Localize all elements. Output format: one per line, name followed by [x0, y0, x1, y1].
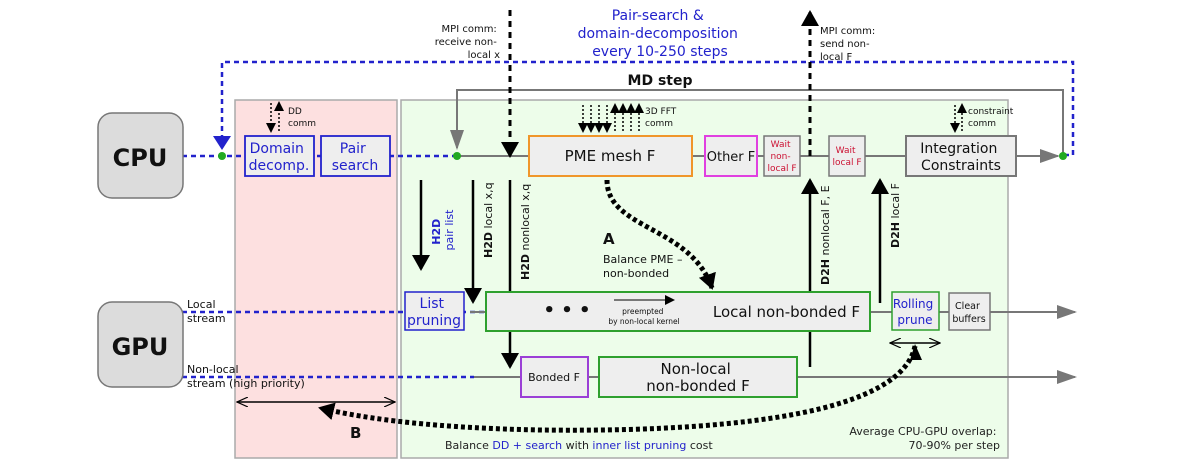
list-pruning-box: List pruning	[404, 291, 465, 331]
h2d-local-label: H2D local x,q	[482, 182, 495, 258]
annotation-a-text: Balance PME – non-bonded	[603, 253, 686, 280]
h2d-nonlocal-label: H2D nonlocal x,q	[519, 184, 532, 280]
pair-search-box: Pair search	[320, 135, 391, 177]
svg-text:Non-local non-bonded F: Non-local non-bonded F	[646, 360, 749, 395]
annotation-a-label: A	[603, 230, 615, 248]
svg-text:Wait non- local F: Wait non- local F	[767, 140, 796, 174]
local-stream-label: Local stream	[187, 298, 226, 325]
svg-text:Wait local F: Wait local F	[832, 146, 861, 168]
d2h-nonlocal-label: D2H nonlocal F, E	[819, 185, 832, 285]
svg-text:Domain decomp.: Domain decomp.	[249, 141, 310, 174]
fft-comm-arrows	[578, 103, 644, 133]
wait-local-box: Wait local F	[828, 135, 866, 177]
svg-text:Bonded F: Bonded F	[528, 371, 580, 384]
gpu-label: GPU	[112, 333, 169, 361]
svg-text:Integration Constraints: Integration Constraints	[920, 141, 1002, 174]
h2d-pair-list-label: H2D pair list	[430, 209, 456, 251]
sync-dot	[453, 152, 461, 160]
md-step-loop	[450, 89, 1064, 155]
overlap-note: Average CPU-GPU overlap: 70-90% per step	[849, 425, 1000, 452]
dd-comm-label: DD comm	[288, 107, 316, 129]
md-step-label: MD step	[628, 73, 693, 89]
pair-search-loop	[213, 60, 1075, 157]
svg-text:Local non-bonded F: Local non-bonded F	[713, 303, 860, 321]
cpu-label: CPU	[113, 144, 168, 172]
svg-text:PME mesh F: PME mesh F	[565, 147, 656, 165]
preempted-label: preempted by non-local kernel	[608, 307, 679, 326]
mpi-send-label: MPI comm: send non- local F	[820, 26, 878, 63]
annotation-b-text: Balance DD + search with inner list prun…	[445, 439, 713, 452]
sync-dot	[218, 152, 226, 160]
svg-text:Pair search: Pair search	[332, 141, 379, 174]
nonlocal-stream-label: Non-local stream (high priority)	[187, 363, 305, 390]
integration-constraints-box: Integration Constraints	[905, 135, 1017, 177]
sync-dot	[1059, 152, 1067, 160]
domain-decomp-box: Domain decomp.	[244, 135, 315, 177]
constraint-comm-label: constraint comm	[968, 107, 1016, 129]
svg-text:Rolling prune: Rolling prune	[893, 297, 937, 327]
svg-text:Other F: Other F	[707, 150, 756, 165]
ellipsis: • • •	[543, 300, 590, 321]
cpu-unit: CPU	[97, 112, 184, 199]
pme-mesh-box: PME mesh F	[528, 135, 693, 177]
wait-nonlocal-box: Wait non- local F	[763, 135, 801, 177]
svg-text:Clear buffers: Clear buffers	[952, 301, 985, 325]
fft-comm-label: 3D FFT comm	[645, 107, 679, 129]
bonded-f-box: Bonded F	[520, 356, 589, 398]
other-f-box: Other F	[704, 135, 758, 177]
balance-b-arrowhead-top	[910, 344, 922, 360]
svg-text:List pruning: List pruning	[407, 296, 461, 329]
gpu-unit: GPU	[97, 301, 184, 388]
d2h-local-label: D2H local F	[889, 183, 902, 248]
mpi-receive-label: MPI comm: receive non- local x	[435, 24, 500, 61]
rolling-prune-box: Rolling prune	[891, 291, 940, 331]
clear-buffers-box: Clear buffers	[948, 292, 991, 331]
balance-b-arrow	[318, 345, 918, 433]
header-title: Pair-search & domain-decomposition every…	[578, 8, 743, 60]
nonlocal-nonbonded-box: Non-local non-bonded F	[598, 356, 798, 398]
annotation-b-label: B	[350, 424, 361, 442]
local-nonbonded-box: • • • preempted by non-local kernel Loca…	[485, 291, 871, 332]
balance-a-arrow	[604, 179, 716, 290]
